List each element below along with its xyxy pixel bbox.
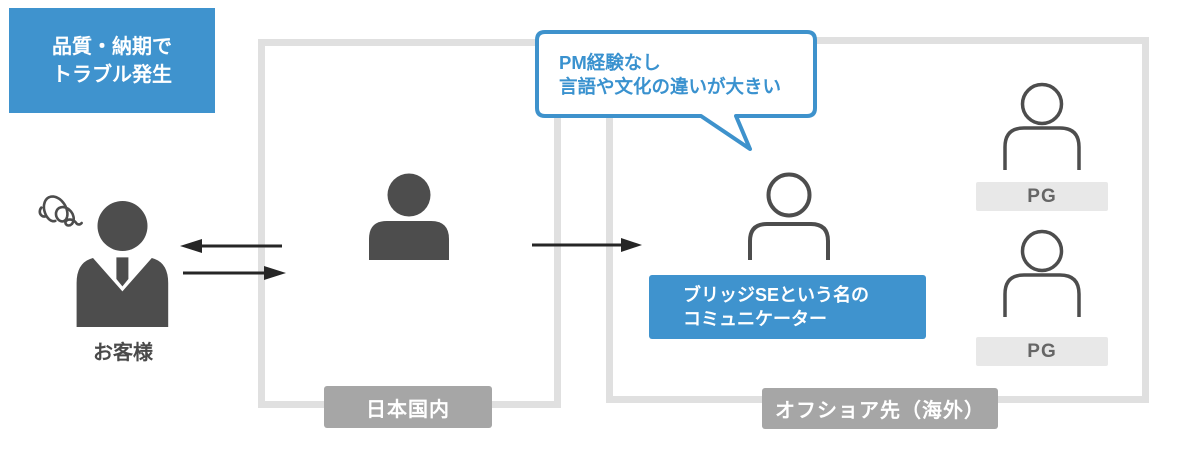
arrow-left-icon: [180, 239, 282, 253]
pg-label-2-text: PG: [1027, 340, 1057, 362]
bridge-se-person-icon: [748, 172, 830, 260]
bridge-se-label-line2: コミュニケーター: [683, 309, 827, 329]
offshore-label: オフショア先（海外）: [762, 388, 998, 429]
programmer-person-icon: [1003, 82, 1081, 170]
speech-bubble-line2: 言語や文化の違いが大きい: [559, 75, 782, 97]
customer-arrows: [180, 239, 286, 280]
arrow-to-offshore-icon: [532, 238, 642, 252]
customer-label: お客様: [93, 342, 153, 364]
customer-person-icon: [76, 201, 169, 327]
trouble-callout: 品質・納期で トラブル発生: [9, 8, 215, 113]
speech-bubble-shape: [535, 30, 817, 151]
pg-label-1-text: PG: [1027, 185, 1057, 207]
bridge-se-label-line1: ブリッジSEという名の: [683, 285, 870, 305]
speech-bubble-text: PM経験なし 言語や文化の違いが大きい: [559, 51, 809, 98]
arrow-right-icon: [183, 266, 286, 280]
trouble-callout-line1: 品質・納期で: [52, 35, 172, 58]
programmer-person-icon: [1003, 229, 1081, 317]
speech-bubble-line1: PM経験なし: [559, 52, 661, 73]
confusion-squiggle-icon: [38, 195, 83, 227]
bridge-se-label: ブリッジSEという名の コミュニケーター: [649, 275, 926, 339]
japan-label: 日本国内: [324, 386, 492, 428]
pg-label-1: PG: [976, 182, 1108, 211]
offshore-label-text: オフショア先（海外）: [775, 400, 985, 422]
se-person-icon: [369, 173, 449, 260]
japan-label-text: 日本国内: [366, 398, 450, 421]
trouble-callout-line2: トラブル発生: [52, 63, 172, 86]
pg-label-2: PG: [976, 337, 1108, 366]
